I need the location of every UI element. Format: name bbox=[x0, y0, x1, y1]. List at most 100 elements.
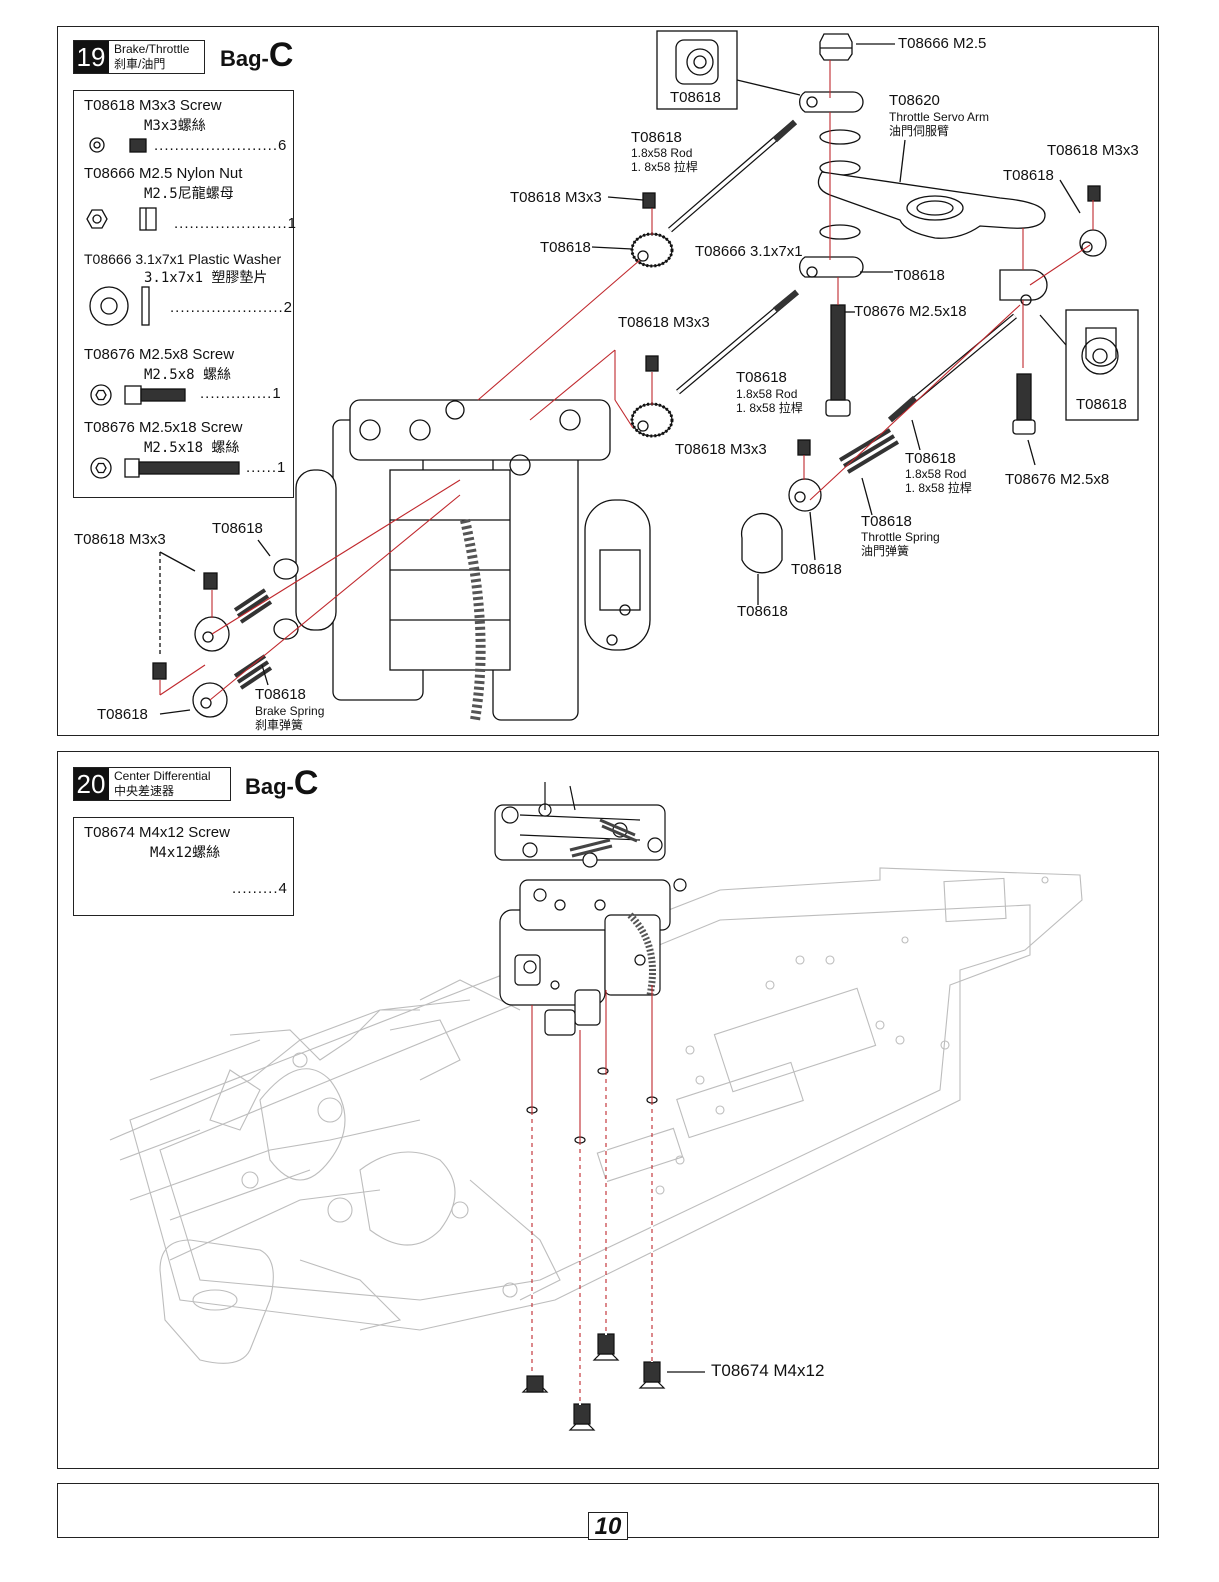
callout-rod-top-code: T08618 bbox=[631, 129, 682, 146]
front-bumper bbox=[159, 1239, 274, 1364]
center-diff-module bbox=[494, 782, 687, 1036]
callout-screw-short: T08676 M2.5x8 bbox=[1005, 471, 1110, 488]
screw-thread-icon bbox=[138, 461, 240, 475]
step-title-zh: 中央差速器 bbox=[114, 784, 175, 798]
set-screw-part bbox=[1087, 185, 1101, 202]
part-name-zh: 3.1x7x1 塑膠墊片 bbox=[144, 270, 268, 286]
part-name-zh: M2.5x8 螺絲 bbox=[144, 367, 232, 383]
washer-part bbox=[819, 224, 861, 240]
callout-screw-long: T08676 M2.5x18 bbox=[854, 303, 967, 320]
washer-part bbox=[273, 618, 299, 640]
callout-brake-code: T08618 bbox=[255, 686, 306, 703]
brake-assembly-drawing bbox=[295, 399, 651, 721]
step-title-zh: 刹車/油門 bbox=[114, 57, 166, 71]
callout-rod-top-zh: 1. 8x58 拉桿 bbox=[631, 160, 698, 174]
callout-washer: T08666 3.1x7x1 bbox=[695, 243, 803, 260]
chassis-drawing bbox=[109, 867, 1083, 1364]
part-name: T08618 M3x3 Screw bbox=[84, 97, 222, 114]
long-screw-part bbox=[825, 399, 851, 417]
washer-icon bbox=[89, 286, 129, 326]
callout-rod-mid-zh: 1. 8x58 拉桿 bbox=[736, 401, 803, 415]
callout-collar-low: T08618 bbox=[791, 561, 842, 578]
parts-list: T08618 M3x3 Screw M3x3螺絲 ...............… bbox=[73, 90, 298, 498]
part-name: T08676 M2.5x18 Screw bbox=[84, 419, 243, 436]
screw-head-icon bbox=[89, 137, 105, 153]
callout-brake-zh: 刹車弹簧 bbox=[255, 718, 304, 732]
step-number: 20 bbox=[73, 767, 109, 801]
nylon-nut-icon bbox=[86, 209, 108, 229]
parts-list: T08674 M4x12 Screw M4x12螺絲 .........4 bbox=[73, 817, 294, 916]
hex-head-icon bbox=[90, 384, 112, 406]
part-qty: ......1 bbox=[246, 459, 287, 476]
brake-spring-part bbox=[233, 654, 273, 690]
callout-screw-mid: T08618 M3x3 bbox=[618, 314, 710, 331]
callout-rod-low-en: 1.8x58 Rod bbox=[905, 467, 967, 481]
callout-spring-thr-code: T08618 bbox=[861, 513, 912, 530]
step-20-guide-lines bbox=[531, 985, 653, 1405]
part-qty: ..............1 bbox=[200, 385, 282, 402]
callout-left-collar: T08618 bbox=[97, 706, 148, 723]
callout-brake-en: Brake Spring bbox=[255, 704, 325, 718]
part-qty: .........4 bbox=[232, 880, 288, 897]
callout-ball-low: T08618 bbox=[737, 603, 788, 620]
callout-screw-right-top: T08618 M3x3 bbox=[1047, 142, 1139, 159]
part-name: T08666 M2.5 Nylon Nut bbox=[84, 165, 243, 182]
ball-end-part bbox=[799, 256, 864, 278]
washer-part bbox=[819, 129, 861, 145]
part-name: T08674 M4x12 Screw bbox=[84, 824, 230, 841]
part-name-zh: M2.5尼龍螺母 bbox=[144, 186, 234, 202]
washer-part bbox=[273, 558, 299, 580]
step-number: 19 bbox=[73, 40, 109, 74]
nut-side-icon bbox=[139, 207, 157, 231]
callout-inset-right: T08618 bbox=[1076, 396, 1127, 413]
callout-screw-lower: T08618 M3x3 bbox=[675, 441, 767, 458]
step-title-box: Center Differential 中央差速器 bbox=[73, 767, 231, 801]
step-19-panel bbox=[57, 26, 1159, 736]
callout-m4x12: T08674 M4x12 bbox=[711, 1361, 825, 1380]
screw-thread-icon bbox=[140, 388, 186, 402]
part-name: T08666 3.1x7x1 Plastic Washer bbox=[84, 251, 282, 267]
page-number: 10 bbox=[588, 1512, 628, 1540]
part-name-zh: M3x3螺絲 bbox=[144, 118, 206, 134]
callout-screw-mid-left: T08618 M3x3 bbox=[510, 189, 602, 206]
set-screw-part bbox=[152, 662, 167, 680]
ball-end-part bbox=[999, 269, 1048, 301]
step-title-box: Brake/Throttle 刹車/油門 bbox=[73, 40, 205, 74]
inset-ball-end bbox=[656, 30, 738, 110]
set-screw-part bbox=[203, 572, 218, 590]
callout-mid-collar: T08618 bbox=[894, 267, 945, 284]
bag-letter: C bbox=[293, 764, 319, 802]
step-title-en: Brake/Throttle bbox=[114, 42, 190, 56]
assembly-guide-lines bbox=[159, 60, 1094, 701]
callout-rod-low-zh: 1. 8x58 拉桿 bbox=[905, 481, 972, 495]
throttle-spring-part bbox=[838, 428, 900, 474]
part-name-zh: M2.5x18 螺絲 bbox=[144, 440, 240, 456]
callout-rod-low-code: T08618 bbox=[905, 450, 956, 467]
set-screw-part bbox=[642, 192, 656, 209]
callout-spring-thr-zh: 油門弹簧 bbox=[861, 544, 910, 558]
callout-inset-top: T08618 bbox=[670, 89, 721, 106]
step-title-en: Center Differential bbox=[114, 769, 211, 783]
set-screw-part bbox=[645, 355, 659, 372]
callout-right-small: T08618 bbox=[1003, 167, 1054, 184]
callout-collar-left: T08618 bbox=[540, 239, 591, 256]
part-qty: ......................1 bbox=[174, 215, 298, 232]
callout-nut: T08666 M2.5 bbox=[898, 35, 987, 52]
callout-servo-arm-zh: 油門伺服臂 bbox=[889, 124, 950, 138]
brake-spring-part bbox=[233, 588, 273, 624]
set-screw-part bbox=[797, 439, 811, 456]
short-screw-part bbox=[1012, 419, 1036, 435]
set-screw-icon bbox=[129, 138, 147, 153]
ball-cup-part bbox=[740, 512, 783, 574]
servo-arm-part bbox=[817, 171, 1046, 239]
bag-label: Bag-C bbox=[245, 764, 319, 802]
callout-rod-mid-code: T08618 bbox=[736, 369, 787, 386]
callout-left-screw: T08618 M3x3 bbox=[74, 531, 166, 548]
callout-spring-thr-en: Throttle Spring bbox=[861, 530, 940, 544]
bag-letter: C bbox=[268, 36, 294, 74]
part-name: T08676 M2.5x8 Screw bbox=[84, 346, 235, 363]
bag-label: Bag-C bbox=[220, 36, 294, 74]
part-qty: ......................2 bbox=[170, 299, 294, 316]
part-name-zh: M4x12螺絲 bbox=[150, 845, 221, 861]
